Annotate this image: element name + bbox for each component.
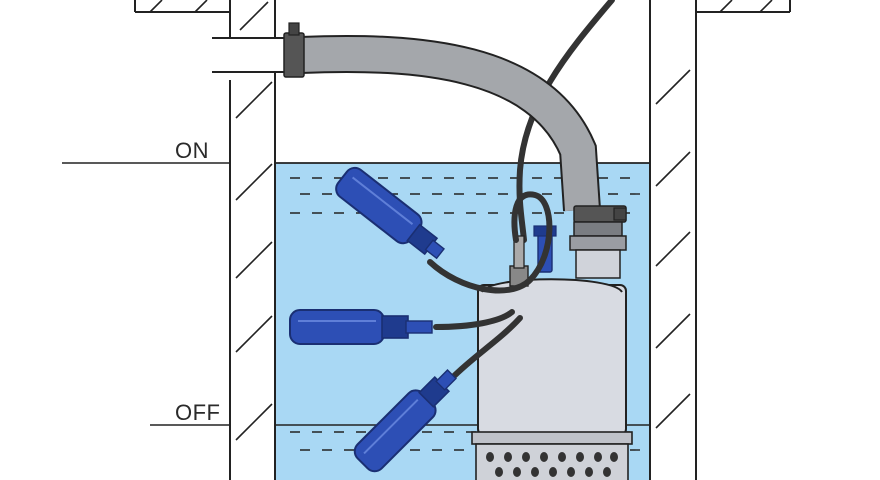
- off-level-marker: OFF: [150, 400, 230, 426]
- float-cable-middle: [433, 309, 515, 330]
- left-wall: [134, 0, 276, 480]
- float-switch-icon: [353, 369, 457, 473]
- float-switch-icon: [289, 309, 433, 345]
- float-cable-top: [427, 191, 553, 294]
- right-wall: [649, 0, 791, 480]
- off-level-label: OFF: [175, 400, 221, 425]
- on-level-label: ON: [175, 138, 209, 163]
- hose-clamp-icon: [573, 205, 627, 223]
- outlet-pipe: [212, 37, 285, 73]
- float-switch-icon: [335, 166, 445, 260]
- discharge-hose: [299, 34, 601, 212]
- float-cable-bottom: [449, 315, 523, 381]
- hose-clamp-icon: [283, 22, 305, 78]
- on-level-marker: ON: [62, 138, 230, 164]
- power-cable: [516, 0, 615, 243]
